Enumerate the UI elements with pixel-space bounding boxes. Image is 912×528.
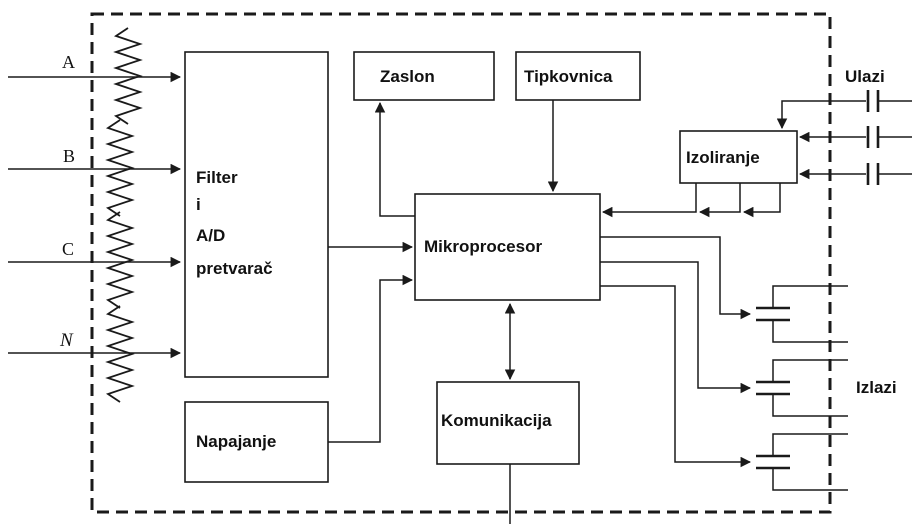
inputs-label: Ulazi [845,67,885,86]
display-label: Zaslon [380,67,435,86]
phase-label-n: N [59,330,74,351]
filter-label-line2: i [196,195,201,214]
isolation-block [679,130,798,184]
filter-label-line4: pretvarač [196,259,273,278]
communication-block [436,381,580,465]
filter-label-line1: Filter [196,168,238,187]
filter-label-line3: A/D [196,226,225,245]
phase-label-b: B [63,146,75,166]
phase-input-lines [8,71,182,359]
power-supply-block [184,401,329,483]
input-capacitors [776,90,912,185]
keyboard-label: Tipkovnica [524,67,613,86]
filter-ad-converter-block [184,51,329,378]
internal-connections [328,100,781,524]
phase-label-c: C [62,239,74,259]
phase-label-a: A [62,52,75,72]
current-transformer-coils [105,27,143,403]
keyboard-block [515,51,641,101]
microprocessor-block [414,193,601,301]
device-enclosure [90,12,832,514]
communication-label: Komunikacija [441,411,552,430]
display-block [353,51,495,101]
outputs-label: Izlazi [856,378,897,397]
microprocessor-label: Mikroprocesor [424,237,542,256]
power-supply-label: Napajanje [196,432,276,451]
isolation-label: Izoliranje [686,148,760,167]
output-contacts [600,236,848,491]
